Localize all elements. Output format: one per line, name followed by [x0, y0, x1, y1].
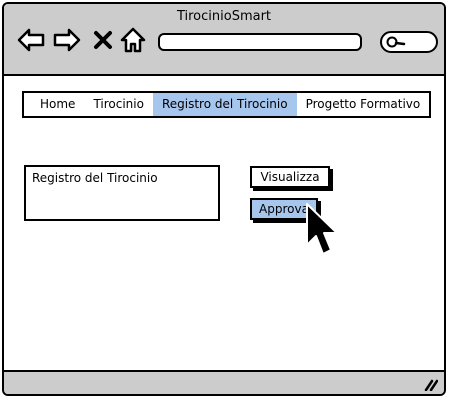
title-bar: TirocinioSmart	[4, 4, 444, 76]
x-icon[interactable]	[92, 26, 114, 54]
visualizza-button[interactable]: Visualizza	[250, 166, 330, 188]
main-tabs: Home Tirocinio Registro del Tirocinio Pr…	[22, 91, 431, 118]
window-title: TirocinioSmart	[176, 9, 272, 24]
magnifier-icon	[386, 36, 406, 48]
approva-button[interactable]: Approva	[250, 198, 318, 220]
arrow-left-icon[interactable]	[16, 26, 46, 54]
arrow-right-icon[interactable]	[52, 26, 82, 54]
registro-textbox[interactable]: Registro del Tirocinio	[24, 165, 220, 221]
search-box[interactable]	[380, 31, 438, 53]
home-icon[interactable]	[120, 26, 146, 54]
mouse-pointer-icon	[306, 203, 338, 255]
resize-grip-icon[interactable]	[424, 378, 438, 391]
tab-progetto-formativo[interactable]: Progetto Formativo	[305, 97, 421, 111]
tab-home[interactable]: Home	[40, 97, 76, 111]
tab-tirocinio[interactable]: Tirocinio	[93, 97, 144, 111]
status-bar	[4, 370, 444, 394]
registro-text: Registro del Tirocinio	[32, 171, 158, 185]
tab-registro-del-tirocinio[interactable]: Registro del Tirocinio	[152, 93, 297, 116]
browser-window: TirocinioSmart Home Tirocinio Registro d…	[2, 2, 446, 396]
address-bar[interactable]	[158, 33, 362, 51]
